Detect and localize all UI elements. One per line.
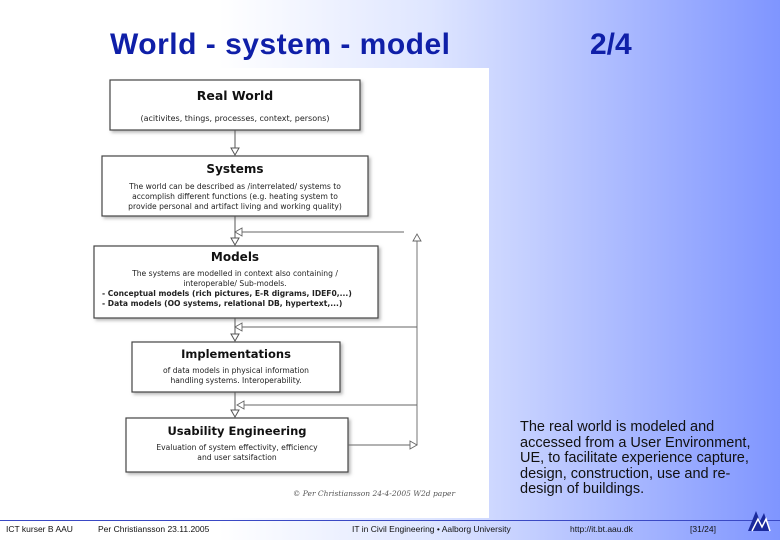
box-models-line-1: The systems are modelled in context also… <box>131 269 338 278</box>
box-usability-line-2: and user satsifaction <box>197 453 277 462</box>
world-system-model-diagram: Real World (acitivites, things, processe… <box>74 68 489 518</box>
box-models: Models The systems are modelled in conte… <box>93 245 379 319</box>
box-usability-engineering: Usability Engineering Evaluation of syst… <box>125 417 349 473</box>
arrow-down-3 <box>230 318 240 343</box>
arrow-down-4 <box>230 392 240 419</box>
arrow-down-2 <box>230 216 240 247</box>
diagram-svg: Real World (acitivites, things, processe… <box>93 79 456 498</box>
footer-author: Per Christiansson 23.11.2005 <box>98 524 210 534</box>
university-logo-icon <box>748 511 771 532</box>
box-systems-line-3: provide personal and artifact living and… <box>128 202 342 211</box>
footer-left: ICT kurser B AAU <box>6 524 73 534</box>
footer-url[interactable]: http://it.bt.aau.dk <box>570 524 633 534</box>
box-implementations-line-2: handling systems. Interoperability. <box>170 376 301 385</box>
box-models-title: Models <box>211 250 259 264</box>
feedback-loop <box>234 227 422 450</box>
page-number: 2/4 <box>590 28 632 61</box>
slide-title: World - system - model <box>110 28 451 61</box>
diagram-credit: © Per Christiansson 24-4-2005 W2d paper <box>293 489 456 498</box>
box-real-world-title: Real World <box>197 88 274 103</box>
caption-text: The real world is modeled and accessed f… <box>520 419 751 497</box>
box-usability-title: Usability Engineering <box>167 424 306 438</box>
box-implementations: Implementations of data models in physic… <box>131 341 341 393</box>
box-usability-line-1: Evaluation of system effectivity, effici… <box>156 443 318 452</box>
footer-slide-number: [31/24] <box>690 524 716 534</box>
box-implementations-title: Implementations <box>181 347 291 361</box>
box-systems: Systems The world can be described as /i… <box>101 155 369 217</box>
footer-course: IT in Civil Engineering • Aalborg Univer… <box>352 524 511 534</box>
box-real-world: Real World (acitivites, things, processe… <box>109 79 361 131</box>
footer-divider <box>0 520 780 521</box>
box-systems-line-1: The world can be described as /interrela… <box>128 182 341 191</box>
box-real-world-line: (acitivites, things, processes, context,… <box>141 114 330 123</box>
box-systems-line-2: accomplish different functions (e.g. hea… <box>132 192 338 201</box>
arrow-down-1 <box>230 130 240 157</box>
box-systems-title: Systems <box>206 162 263 176</box>
box-models-line-3: - Conceptual models (rich pictures, E-R … <box>102 289 352 298</box>
box-implementations-line-1: of data models in physical information <box>163 366 309 375</box>
box-models-line-4: - Data models (OO systems, relational DB… <box>102 299 342 308</box>
box-models-line-2: interoperable/ Sub-models. <box>183 279 286 288</box>
